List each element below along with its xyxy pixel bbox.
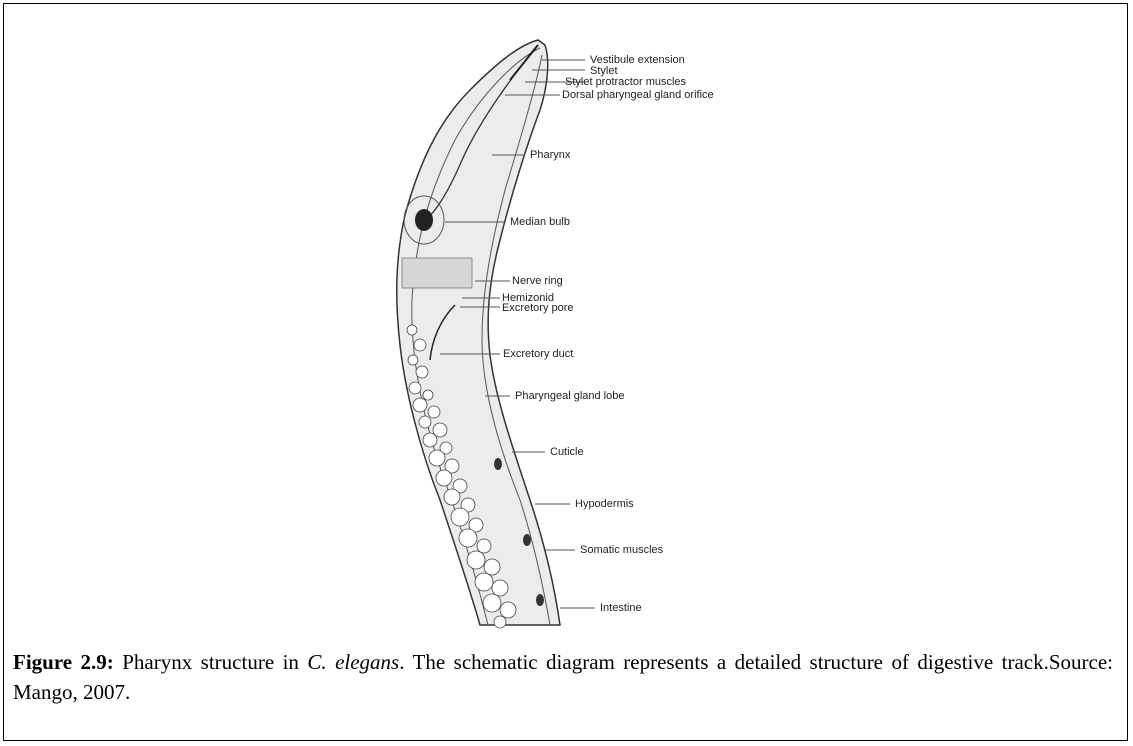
nerve-ring: [402, 258, 472, 288]
caption-species: C. elegans: [307, 650, 399, 674]
label-cuticle: Cuticle: [550, 446, 584, 458]
label-pharynx: Pharynx: [530, 149, 571, 161]
caption-text-1: Pharynx structure in: [114, 650, 308, 674]
label-nerve-ring: Nerve ring: [512, 275, 563, 287]
label-excretory-duct: Excretory duct: [503, 348, 573, 360]
figure-caption: Figure 2.9: Pharynx structure in C. eleg…: [13, 647, 1113, 707]
label-somatic-muscles: Somatic muscles: [580, 544, 664, 556]
median-bulb: [415, 209, 433, 231]
label-intestine: Intestine: [600, 602, 642, 614]
label-stylet-protractor-muscles: Stylet protractor muscles: [565, 76, 687, 88]
label-dorsal-pharyngeal-gland-orifice: Dorsal pharyngeal gland orifice: [562, 89, 714, 101]
label-excretory-pore: Excretory pore: [502, 302, 574, 314]
label-hypodermis: Hypodermis: [575, 498, 634, 510]
figure-label: Figure 2.9:: [13, 650, 114, 674]
label-median-bulb: Median bulb: [510, 216, 570, 228]
nematode-diagram: Vestibule extension Stylet Stylet protra…: [0, 0, 1133, 640]
label-pharyngeal-gland-lobe: Pharyngeal gland lobe: [515, 390, 624, 402]
